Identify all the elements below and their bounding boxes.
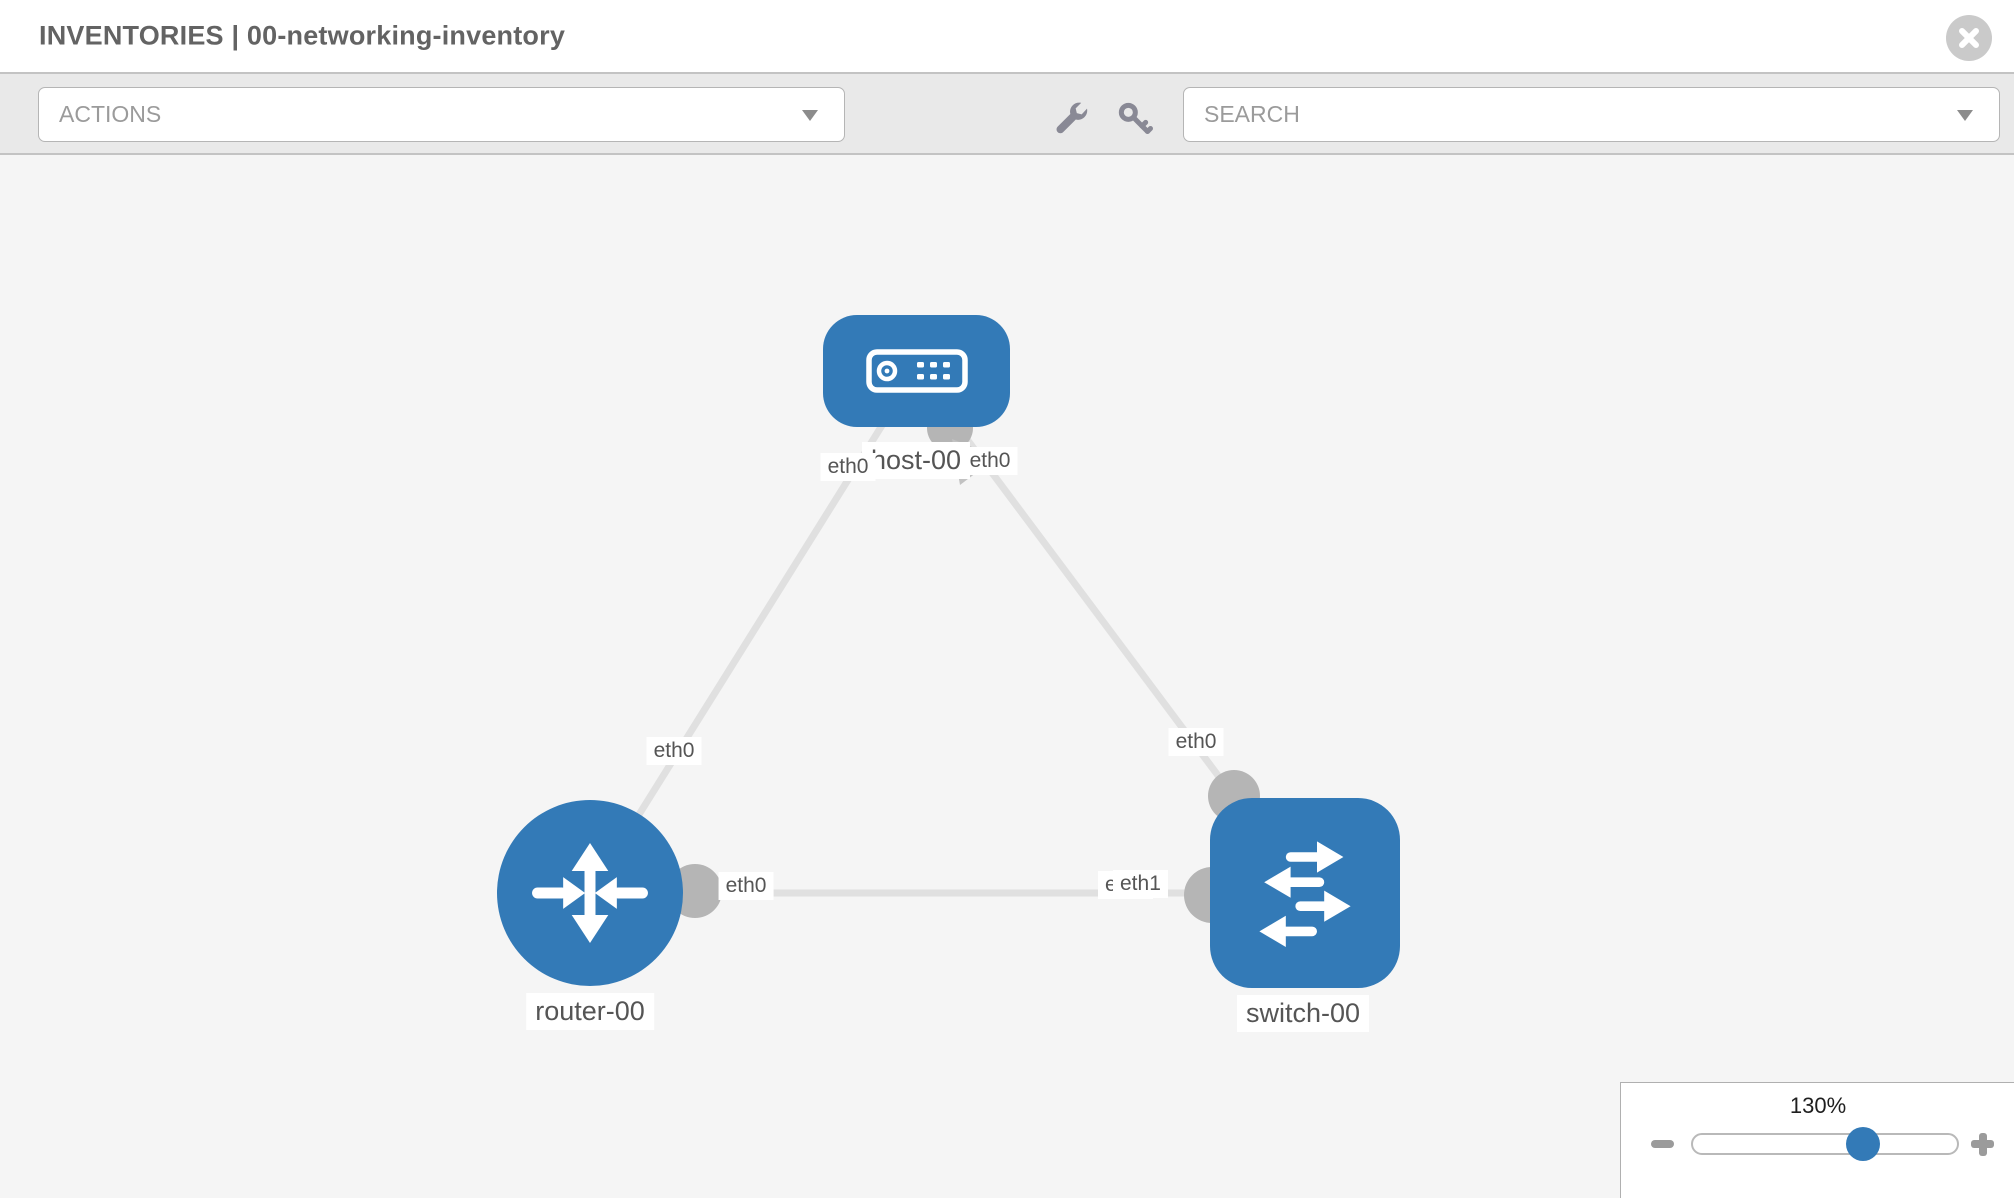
- node-label: switch-00: [1236, 995, 1370, 1032]
- wrench-icon: [1056, 102, 1088, 133]
- chevron-down-icon: [802, 109, 818, 121]
- topology-canvas[interactable]: host-00 router-00 switch-00 eth0 eth0 et…: [0, 155, 2014, 1198]
- interface-label: eth0: [962, 447, 1018, 475]
- toolbar: ACTIONS SEARCH: [0, 74, 2014, 155]
- close-icon: [1946, 15, 1992, 61]
- key-button[interactable]: [1113, 98, 1157, 142]
- key-icon: [1118, 102, 1153, 134]
- actions-dropdown[interactable]: ACTIONS: [38, 87, 845, 142]
- node-label: host-00: [861, 442, 971, 479]
- node-switch-00[interactable]: [1210, 798, 1400, 988]
- interface-label: eth0: [718, 872, 774, 900]
- node-label: router-00: [526, 993, 654, 1030]
- node-router-00[interactable]: [497, 800, 683, 986]
- links-layer: [587, 368, 1308, 923]
- host-icon: [865, 349, 968, 393]
- search-dropdown[interactable]: SEARCH: [1183, 87, 2000, 142]
- zoom-slider-track[interactable]: [1691, 1133, 1959, 1155]
- actions-dropdown-label: ACTIONS: [59, 101, 162, 127]
- zoom-slider-handle[interactable]: [1846, 1127, 1880, 1161]
- chevron-down-icon: [1957, 109, 1973, 121]
- node-host-00[interactable]: [823, 315, 1010, 427]
- page-title: INVENTORIES | 00-networking-inventory: [39, 20, 566, 51]
- interface-label: eth0: [1168, 728, 1224, 756]
- header: INVENTORIES | 00-networking-inventory: [0, 0, 2014, 74]
- zoom-panel: 130%: [1620, 1082, 2014, 1198]
- interface-label: eth0: [820, 453, 876, 481]
- zoom-out-button[interactable]: [1651, 1140, 1674, 1148]
- zoom-in-button[interactable]: [1971, 1132, 1994, 1156]
- interface-label: eth0: [646, 737, 702, 765]
- zoom-level: 130%: [1789, 1093, 1847, 1118]
- interface-label: eth1: [1113, 870, 1168, 898]
- close-button[interactable]: [1946, 15, 1992, 61]
- search-dropdown-label: SEARCH: [1204, 101, 1300, 127]
- switch-icon: [1259, 841, 1351, 947]
- wrench-button[interactable]: [1048, 98, 1092, 142]
- router-icon: [532, 842, 648, 944]
